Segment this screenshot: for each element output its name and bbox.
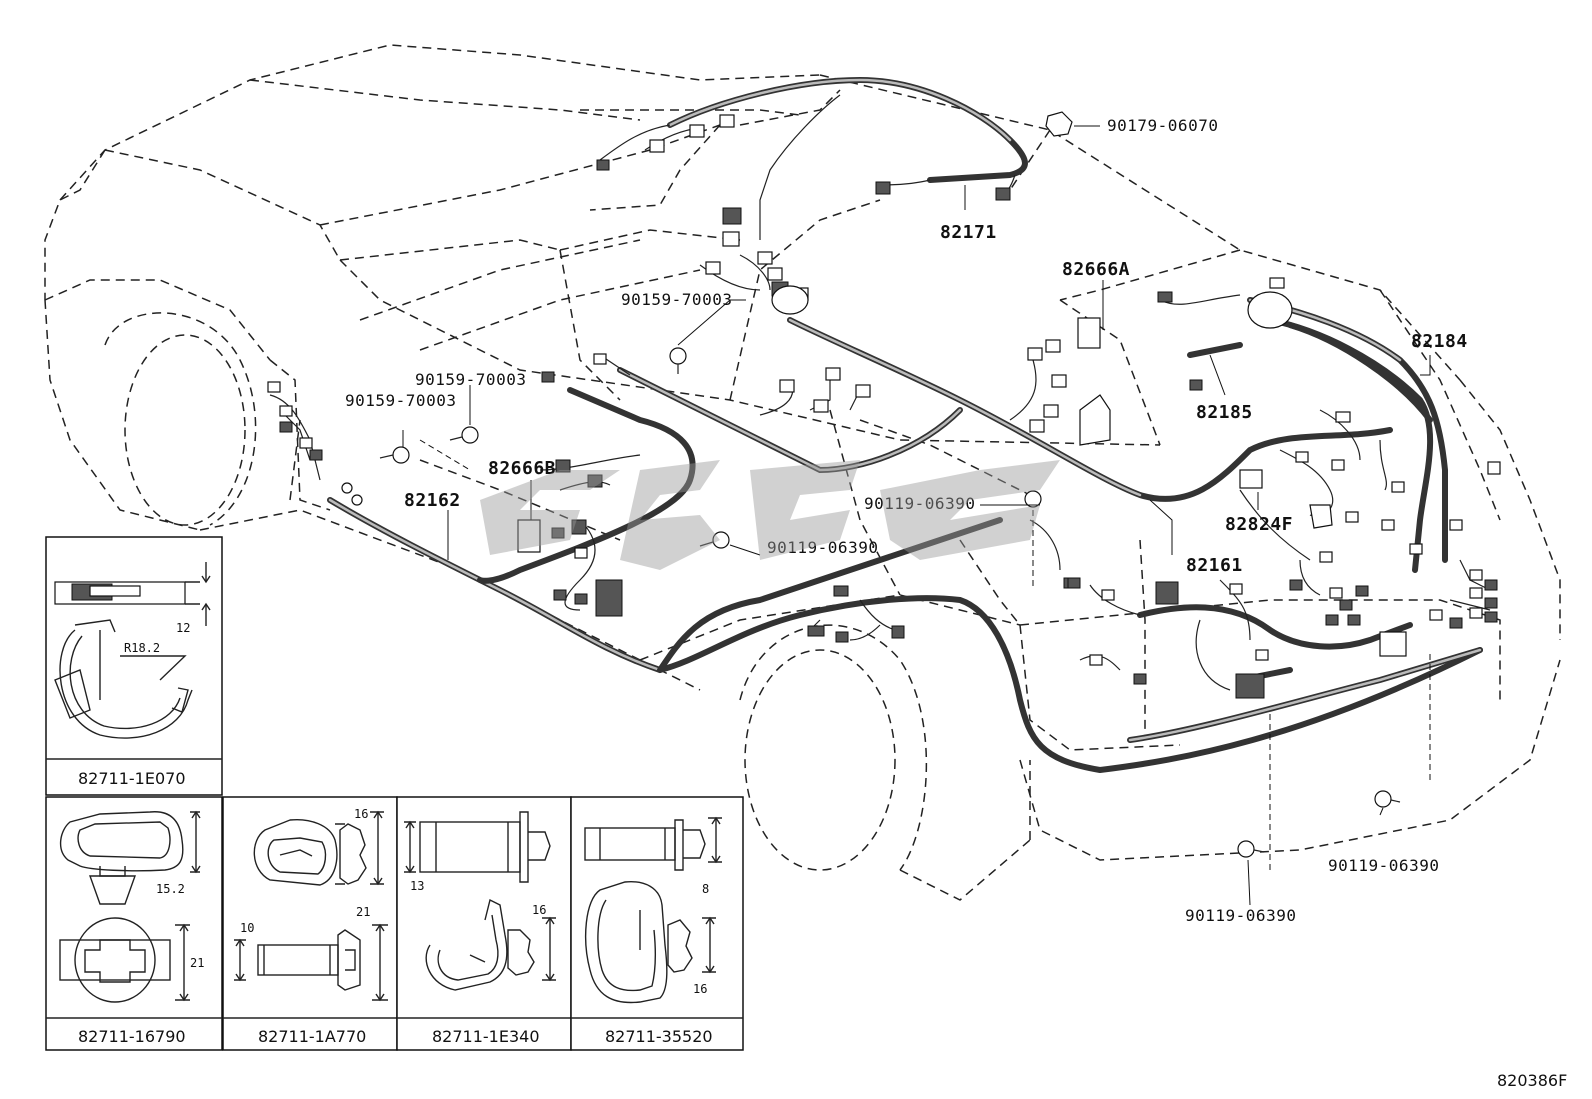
label-90159-70003-a: 90159-70003 <box>415 370 526 389</box>
inset-clip-82711-35520: 8 16 82711-35520 <box>570 796 744 1051</box>
inset-clip-82711-16790: 15.2 21 82711-16790 <box>45 796 223 1051</box>
dim-10: 10 <box>240 921 254 935</box>
harness-82184 <box>1187 297 1448 573</box>
inset-clip-82711-1E340: 13 16 82711-1E340 <box>396 796 572 1051</box>
part-82711-16790: 82711-16790 <box>78 1027 186 1046</box>
dim-15-2: 15.2 <box>156 882 185 896</box>
dim-16-b: 16 <box>532 903 546 917</box>
label-90119-06390-bottom: 90119-06390 <box>1185 906 1296 925</box>
watermark-logo <box>480 460 1060 570</box>
dim-21-a: 21 <box>190 956 204 970</box>
bolts <box>341 111 1401 858</box>
diagram-code: 820386F <box>1497 1071 1567 1090</box>
dim-16-c: 16 <box>693 982 707 996</box>
leader-lines <box>402 125 1431 906</box>
part-82711-1E070: 82711-1E070 <box>78 769 186 788</box>
dim-16-a: 16 <box>354 807 368 821</box>
part-labels: 90179-06070 82171 82666A 90159-70003 821… <box>345 116 1468 925</box>
label-82161: 82161 <box>1186 555 1243 576</box>
harness-82171 <box>599 76 1028 240</box>
inset-clip-82711-1A770: 16 10 21 82711-1A770 <box>222 796 398 1051</box>
label-90119-06390-right: 90119-06390 <box>1328 856 1439 875</box>
dim-r18-2: R18.2 <box>124 641 160 655</box>
label-82185: 82185 <box>1196 402 1253 423</box>
label-90119-06390-left: 90119-06390 <box>767 538 878 557</box>
branch-wires <box>269 127 1491 691</box>
dim-12: 12 <box>176 621 190 635</box>
label-90119-06390-mid: 90119-06390 <box>864 494 975 513</box>
label-82824F: 82824F <box>1225 514 1293 535</box>
label-90159-70003-top: 90159-70003 <box>621 290 732 309</box>
label-82162: 82162 <box>404 490 461 511</box>
part-82711-1A770: 82711-1A770 <box>258 1027 366 1046</box>
harness-82162 <box>327 387 1483 774</box>
dim-13: 13 <box>410 879 424 893</box>
label-82184: 82184 <box>1411 331 1468 352</box>
harness-82161 <box>617 317 1393 502</box>
dim-8: 8 <box>702 882 709 896</box>
label-82171: 82171 <box>940 222 997 243</box>
part-82711-1E340: 82711-1E340 <box>432 1027 540 1046</box>
label-90159-70003-b: 90159-70003 <box>345 391 456 410</box>
label-82666A: 82666A <box>1062 259 1130 280</box>
inset-clip-82711-1E070: 12 R18.2 82711-1E070 <box>45 536 223 796</box>
connectors <box>267 114 1501 699</box>
label-90179-06070: 90179-06070 <box>1107 116 1218 135</box>
dim-21-b: 21 <box>356 905 370 919</box>
label-82666B: 82666B <box>488 458 556 479</box>
part-82711-35520: 82711-35520 <box>605 1027 713 1046</box>
